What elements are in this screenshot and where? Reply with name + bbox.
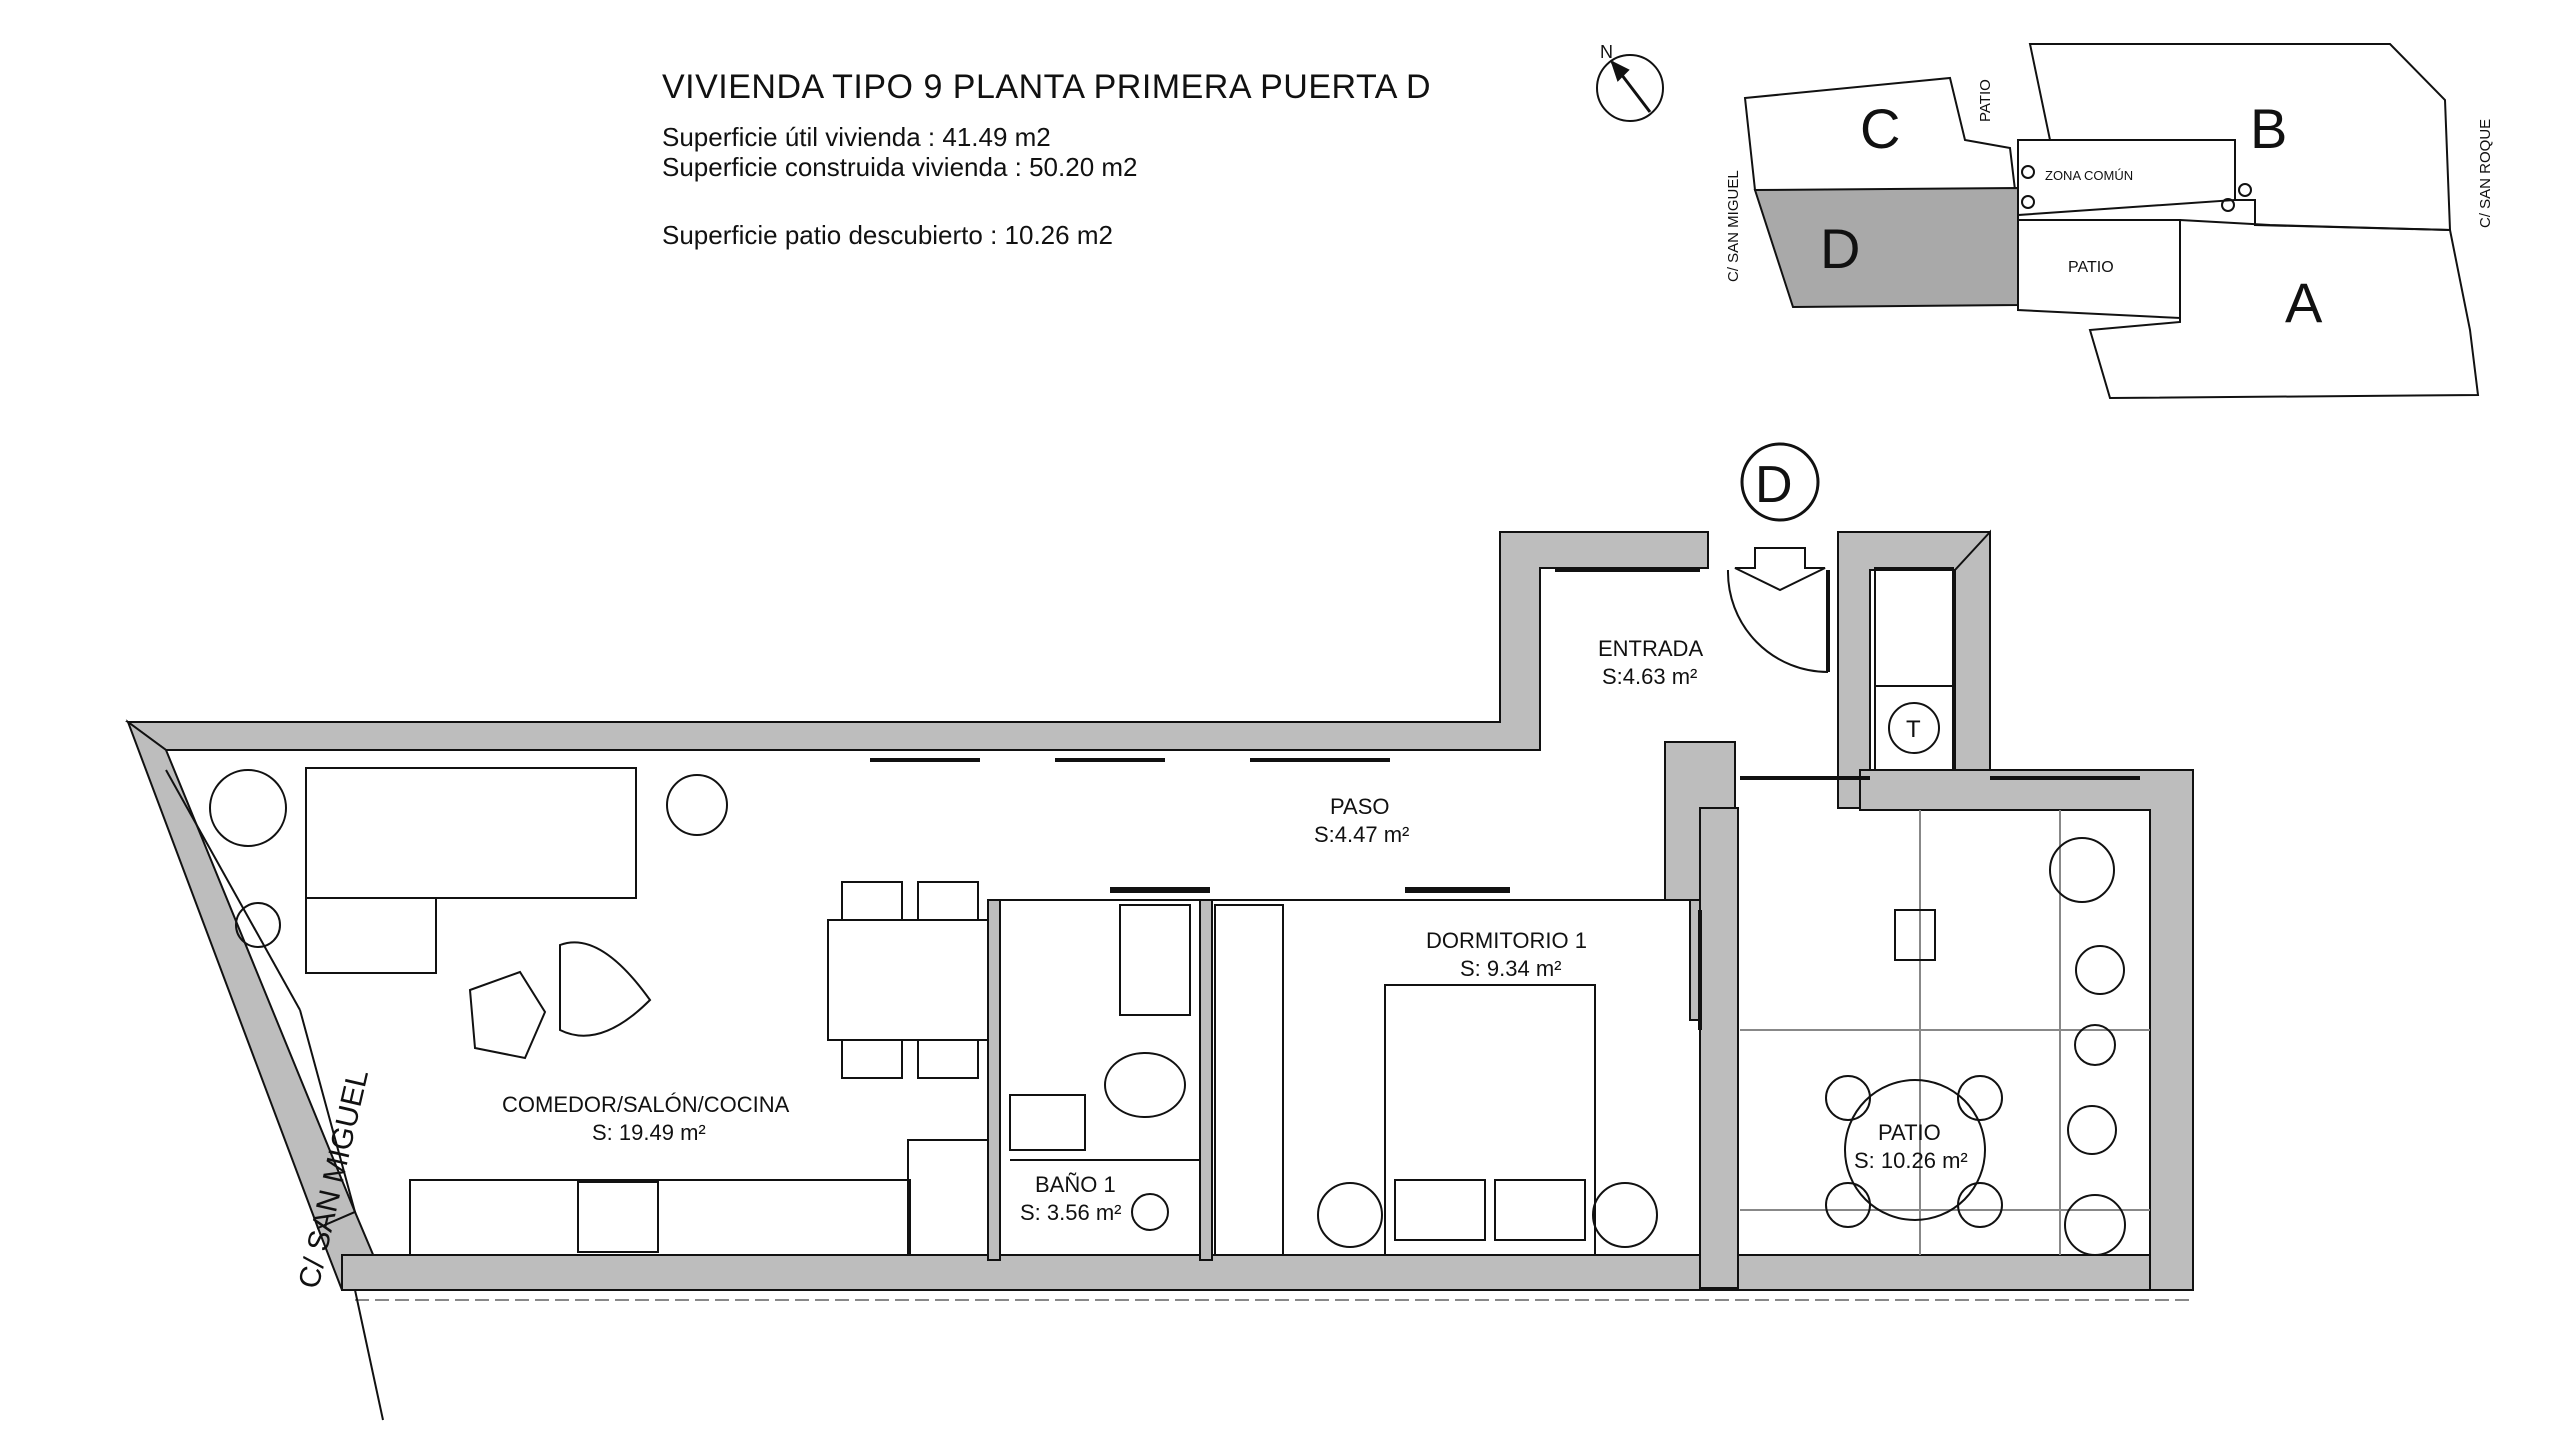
entry-arrow-icon [1734, 547, 1826, 592]
north-arrow-icon [1596, 54, 1664, 122]
key-label-street-left: C/ SAN MIGUEL [1725, 170, 1742, 282]
entry-wardrobe [1874, 567, 1954, 771]
room-outlines [165, 567, 2140, 1255]
plant-icon [2074, 1024, 2116, 1066]
bath-furniture [1009, 904, 1191, 1231]
plant-icon [235, 902, 281, 948]
door-label: D [1755, 456, 1793, 514]
room-name-patio: PATIO [1878, 1120, 1941, 1145]
thermo-icon [1888, 702, 1940, 754]
room-name-dormitorio: DORMITORIO 1 [1426, 928, 1587, 953]
key-label-d: D [1820, 217, 1860, 280]
north-label: N [1600, 42, 1613, 62]
key-unit-b [2028, 43, 2452, 232]
key-unit-d [1753, 186, 2019, 309]
patio-area: Superficie patio descubierto : 10.26 m2 [662, 220, 1113, 250]
bed [1384, 984, 1596, 1256]
living-furniture [209, 767, 989, 1256]
kitchen-counter [409, 1179, 911, 1256]
built-area: Superficie construida vivienda : 50.20 m… [662, 152, 1138, 182]
room-area-bano: S: 3.56 m² [1020, 1200, 1121, 1225]
useful-area: Superficie útil vivienda : 41.49 m2 [662, 122, 1051, 152]
room-name-salon: COMEDOR/SALÓN/COCINA [502, 1092, 790, 1117]
key-label-patio-bottom: PATIO [2068, 259, 2114, 276]
key-label-patio-top: PATIO [1977, 79, 1994, 122]
dining-table [827, 919, 989, 1041]
door-marker [1740, 442, 1820, 522]
key-label-street-right: C/ SAN ROQUE [2477, 119, 2494, 228]
key-label-b: B [2250, 97, 2287, 160]
key-label-a: A [2285, 271, 2323, 334]
walls [124, 529, 2194, 1291]
room-labels: ENTRADA S:4.63 m² PASO S:4.47 m² DORMITO… [502, 636, 1968, 1225]
room-name-bano: BAÑO 1 [1035, 1172, 1116, 1197]
room-name-paso: PASO [1330, 794, 1390, 819]
key-plan: N C D B A ZONA COMÚN PATIO PATIO C/ SAN … [1596, 42, 2494, 400]
plant-icon [2075, 945, 2125, 995]
plant-icon [2067, 1105, 2117, 1155]
room-area-paso: S:4.47 m² [1314, 822, 1409, 847]
key-label-c: C [1860, 97, 1900, 160]
plant-icon [666, 774, 728, 836]
key-unit-a [2088, 218, 2480, 400]
lamp-icon [209, 769, 287, 847]
bedroom-furniture [1214, 904, 1658, 1256]
plants [235, 774, 2126, 1256]
thermo-label: T [1906, 716, 1921, 743]
key-label-common-zone: ZONA COMÚN [2045, 168, 2133, 183]
room-name-entrada: ENTRADA [1598, 636, 1703, 661]
plan-title: VIVIENDA TIPO 9 PLANTA PRIMERA PUERTA D [662, 68, 1431, 106]
patio-furniture [1740, 810, 2150, 1255]
plant-icon [2049, 837, 2115, 903]
patio-table [1844, 1079, 1986, 1221]
room-area-patio: S: 10.26 m² [1854, 1148, 1968, 1173]
room-area-dormitorio: S: 9.34 m² [1460, 956, 1561, 981]
sofa [305, 767, 637, 899]
room-area-entrada: S:4.63 m² [1602, 664, 1697, 689]
plant-icon [2064, 1194, 2126, 1256]
room-area-salon: S: 19.49 m² [592, 1120, 706, 1145]
